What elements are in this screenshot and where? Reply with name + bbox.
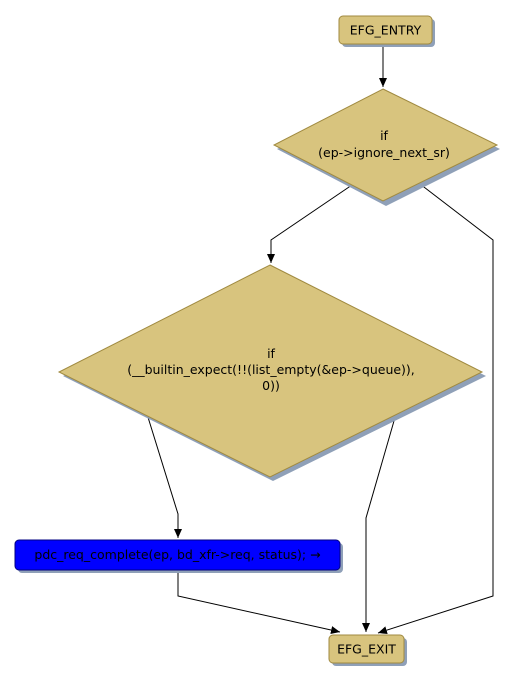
- node-if-ignore-diamond: [272, 88, 499, 202]
- node-exit-box: [328, 634, 405, 664]
- node-entry-label: EFG_ENTRY: [350, 23, 422, 38]
- node-if-queue-line1: if: [267, 346, 275, 361]
- node-call-complete-box: [14, 539, 341, 571]
- node-call-complete[interactable]: pdc_req_complete(ep, bd_xfr->req, status…: [14, 539, 343, 573]
- node-exit[interactable]: EFG_EXIT: [328, 634, 407, 666]
- node-if-queue-diamond: [57, 264, 484, 478]
- node-if-ignore-line2: (ep->ignore_next_sr): [318, 145, 450, 160]
- edge-if-queue-to-exit: [362, 413, 397, 632]
- edge-if-queue-to-call: [146, 413, 182, 538]
- edge-call-to-exit: [177, 569, 341, 634]
- node-if-ignore[interactable]: if (ep->ignore_next_sr): [272, 88, 500, 206]
- node-exit-label: EFG_EXIT: [337, 642, 396, 657]
- node-if-queue-line3: 0)): [262, 378, 280, 393]
- edge-if-ignore-to-if-queue: [267, 184, 353, 263]
- edges: [146, 45, 494, 635]
- node-if-queue-line2: (__builtin_expect(!!(list_empty(&ep->que…: [127, 362, 415, 377]
- node-if-ignore-line1: if: [380, 128, 388, 143]
- edge-if-ignore-to-exit: [377, 183, 494, 635]
- node-if-queue[interactable]: if (__builtin_expect(!!(list_empty(&ep->…: [57, 264, 486, 481]
- node-entry-box: [338, 15, 433, 45]
- node-entry[interactable]: EFG_ENTRY: [338, 15, 435, 47]
- node-call-complete-label: pdc_req_complete(ep, bd_xfr->req, status…: [34, 547, 320, 562]
